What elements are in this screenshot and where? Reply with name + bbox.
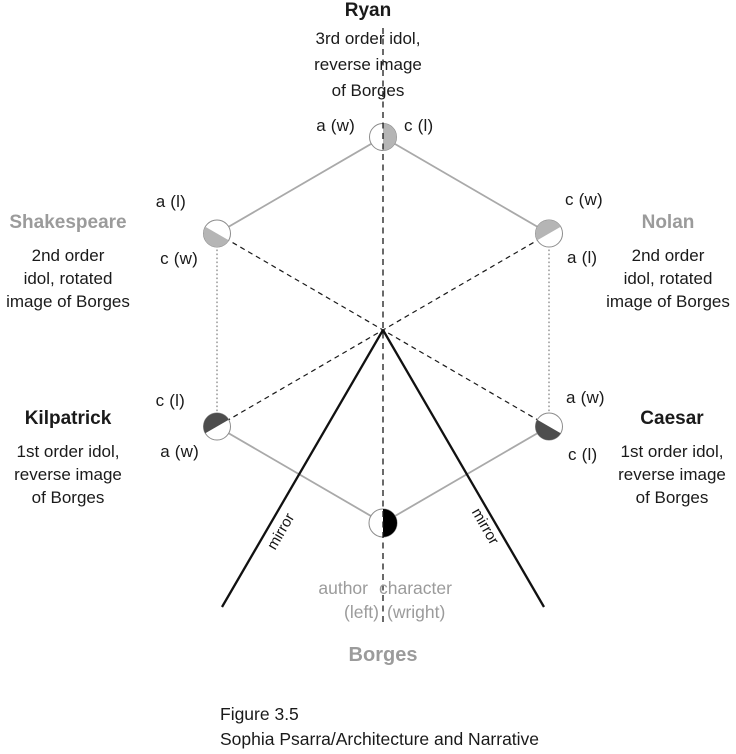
- nolan-desc-line1: 2nd order: [631, 246, 705, 265]
- ryan-left-tag: a (w): [316, 116, 355, 135]
- node-shakespeare: [203, 219, 231, 248]
- figure-caption: Figure 3.5 Sophia Psarra/Architecture an…: [220, 702, 640, 752]
- kilpatrick-desc-line1: 1st order idol,: [16, 442, 120, 461]
- shakespeare-title: Shakespeare: [9, 212, 127, 233]
- kilpatrick-block: Kilpatrick 1st order idol, reverse image…: [0, 408, 136, 509]
- nolan-block: Nolan 2nd order idol, rotated image of B…: [598, 212, 736, 313]
- caesar-desc-line1: 1st order idol,: [620, 442, 724, 461]
- edge-top-to-upperleft: [216, 136, 384, 235]
- caption-figure-number: Figure 3.5: [220, 704, 299, 724]
- axis-author-sub: (left): [344, 602, 379, 622]
- node-kilpatrick: [203, 412, 231, 441]
- caesar-desc-line2: reverse image: [618, 465, 726, 484]
- axis-character-sub: (wright): [387, 602, 446, 622]
- node-borges-half: [383, 509, 397, 537]
- kilpatrick-bottom-tag: a (w): [160, 442, 199, 461]
- nolan-bottom-tag: a (l): [567, 248, 598, 267]
- nolan-title: Nolan: [641, 212, 695, 233]
- shakespeare-bottom-tag: c (w): [160, 249, 198, 268]
- axis-author-label: author: [318, 578, 368, 598]
- nolan-top-tag: c (w): [565, 190, 603, 209]
- borges-title: Borges: [348, 644, 418, 666]
- shakespeare-desc-line2: idol, rotated: [23, 269, 113, 288]
- node-caesar-half: [535, 419, 561, 440]
- caesar-top-tag: a (w): [566, 388, 605, 407]
- caesar-desc-line3: of Borges: [635, 488, 709, 507]
- ryan-desc-line3: of Borges: [331, 81, 405, 100]
- caesar-block: Caesar 1st order idol, reverse image of …: [602, 408, 736, 509]
- caesar-title: Caesar: [640, 408, 704, 429]
- kilpatrick-top-tag: c (l): [155, 391, 185, 410]
- ryan-title: Ryan: [344, 0, 392, 21]
- axis-character-label: character: [379, 578, 452, 598]
- mirror-line-left: [221, 329, 384, 608]
- node-ryan-half: [383, 123, 397, 151]
- shakespeare-top-tag: a (l): [155, 192, 186, 211]
- mirror-line-right: [382, 329, 545, 608]
- nolan-desc-line3: image of Borges: [606, 292, 730, 311]
- node-shakespeare-half: [203, 226, 229, 247]
- caption-credit: Sophia Psarra/Architecture and Narrative: [220, 729, 540, 749]
- caesar-bottom-tag: c (l): [568, 445, 598, 464]
- node-nolan-half: [535, 220, 561, 241]
- ryan-right-tag: c (l): [404, 116, 434, 135]
- node-caesar: [535, 412, 563, 441]
- nolan-desc-line2: idol, rotated: [623, 269, 713, 288]
- node-kilpatrick-half: [203, 413, 229, 434]
- shakespeare-desc-line3: image of Borges: [6, 292, 130, 311]
- kilpatrick-title: Kilpatrick: [24, 408, 112, 429]
- shakespeare-desc-line1: 2nd order: [31, 246, 105, 265]
- ryan-block: Ryan 3rd order idol, reverse image of Bo…: [263, 0, 473, 104]
- shakespeare-block: Shakespeare 2nd order idol, rotated imag…: [0, 212, 136, 313]
- edge-top-to-upperright: [382, 136, 550, 235]
- kilpatrick-desc-line2: reverse image: [14, 465, 122, 484]
- ryan-desc-line1: 3rd order idol,: [315, 29, 421, 48]
- kilpatrick-desc-line3: of Borges: [31, 488, 105, 507]
- ryan-desc-line2: reverse image: [314, 55, 422, 74]
- node-nolan: [535, 219, 563, 248]
